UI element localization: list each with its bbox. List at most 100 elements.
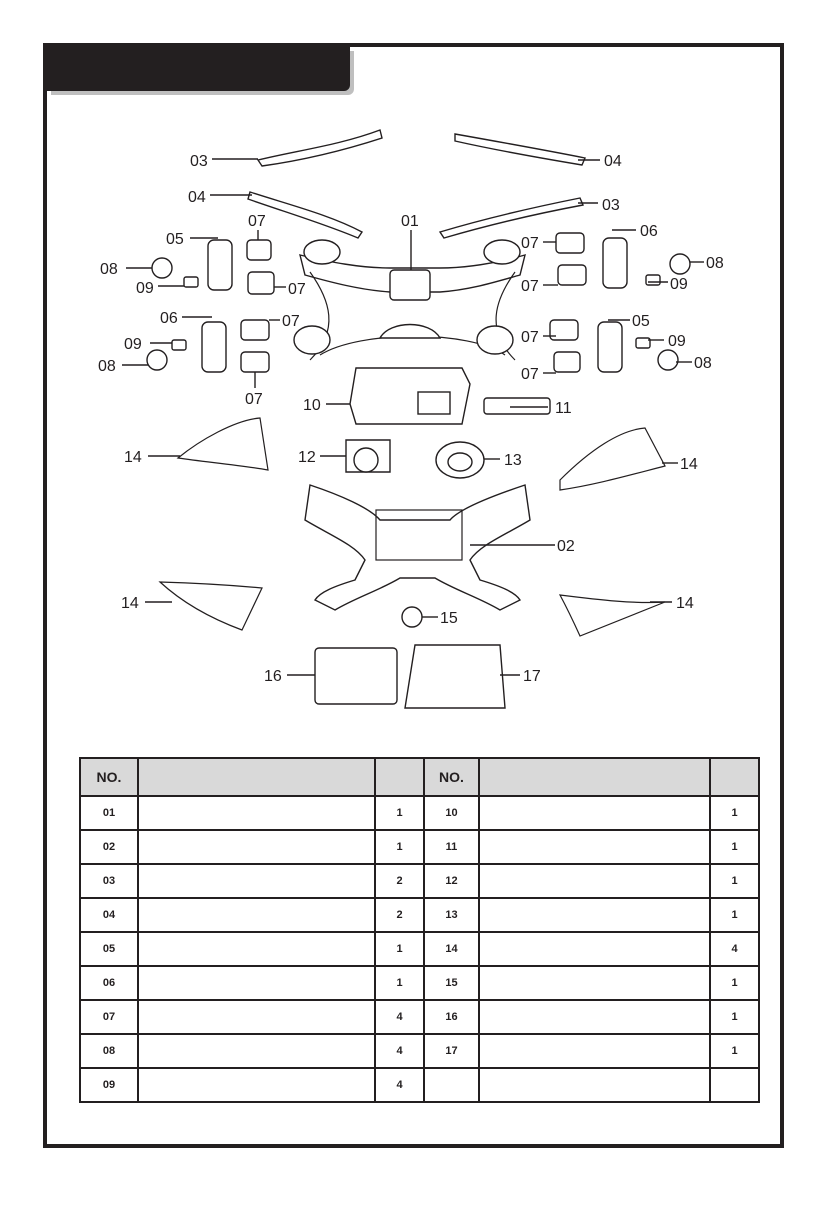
part-quantity: 1: [709, 965, 760, 1001]
callout-04: 04: [604, 153, 622, 170]
motor-06-left: [201, 321, 227, 373]
part-number: 15: [423, 965, 480, 1001]
part-quantity: 4: [374, 1033, 425, 1069]
part-quantity: [709, 1067, 760, 1103]
part-name: [478, 1067, 711, 1103]
motor-05-left: [207, 239, 233, 291]
callout-13: 13: [504, 452, 522, 469]
part-name: [137, 1033, 376, 1069]
board-chip: [417, 391, 451, 415]
part-number: 02: [79, 829, 139, 865]
callout-08: 08: [706, 255, 724, 272]
callout-03: 03: [602, 197, 620, 214]
part-quantity: 1: [709, 999, 760, 1035]
table-row: 03 2 12 1: [79, 863, 760, 899]
header-name-right: [478, 757, 711, 797]
part-number: 09: [79, 1067, 139, 1103]
part-quantity: 1: [374, 829, 425, 865]
callout-07: 07: [521, 329, 539, 346]
part-name: [137, 999, 376, 1035]
part-name: [478, 795, 711, 831]
table-row: 04 2 13 1: [79, 897, 760, 933]
callout-05: 05: [632, 313, 650, 330]
callout-08: 08: [98, 358, 116, 375]
gear-08-b: [146, 349, 168, 371]
canopy-motor-pod-tr: [483, 239, 521, 265]
circuit-board-10: [349, 367, 471, 425]
header-qty-right: [709, 757, 760, 797]
battery-11: [483, 397, 551, 415]
guard-14-d: [558, 594, 666, 637]
callout-03: 03: [190, 153, 208, 170]
part-name: [478, 965, 711, 1001]
table-row: 01 1 10 1: [79, 795, 760, 831]
part-17: [404, 644, 506, 709]
callout-02: 02: [557, 538, 575, 555]
callout-15: 15: [440, 610, 458, 627]
callout-12: 12: [298, 449, 316, 466]
part-name: [478, 897, 711, 933]
part-number: 12: [423, 863, 480, 899]
pin-09-d: [635, 337, 651, 349]
sleeve-07-c: [240, 319, 270, 341]
callout-07: 07: [521, 235, 539, 252]
callout-01: 01: [401, 213, 419, 230]
callout-09: 09: [136, 280, 154, 297]
sleeve-07-a: [246, 239, 272, 261]
part-name: [137, 863, 376, 899]
part-quantity: 1: [374, 795, 425, 831]
sleeve-07-f: [557, 264, 587, 286]
table-row: 07 4 16 1: [79, 999, 760, 1035]
main-frame-bay: [375, 509, 463, 561]
camera-lens-12: [353, 447, 379, 473]
header-name-left: [137, 757, 376, 797]
part-number: 16: [423, 999, 480, 1035]
part-number: 05: [79, 931, 139, 967]
callout-11: 11: [555, 400, 572, 417]
table-row: 06 1 15 1: [79, 965, 760, 1001]
part-number: 01: [79, 795, 139, 831]
header-no-left: NO.: [79, 757, 139, 797]
part-number: 13: [423, 897, 480, 933]
part-number: 04: [79, 897, 139, 933]
callout-16: 16: [264, 668, 282, 685]
parts-list-table: NO. NO. 01 1 10 1 02 1 11 1 03 2: [79, 757, 760, 1103]
table-row: 08 4 17 1: [79, 1033, 760, 1069]
callout-04: 04: [188, 189, 206, 206]
part-number: 10: [423, 795, 480, 831]
main-frame-02: [304, 484, 531, 611]
callout-07: 07: [521, 278, 539, 295]
part-name: [137, 795, 376, 831]
part-number: 11: [423, 829, 480, 865]
part-quantity: 4: [374, 999, 425, 1035]
header-qty-left: [374, 757, 425, 797]
part-name: [478, 931, 711, 967]
part-number: 03: [79, 863, 139, 899]
part-quantity: 1: [374, 965, 425, 1001]
callout-14: 14: [124, 449, 142, 466]
sleeve-07-h: [553, 351, 581, 373]
part-number: [423, 1067, 480, 1103]
sleeve-07-g: [549, 319, 579, 341]
table-row: 05 1 14 4: [79, 931, 760, 967]
motor-06-right: [602, 237, 628, 289]
table-row: 09 4: [79, 1067, 760, 1103]
part-number: 17: [423, 1033, 480, 1069]
callout-07: 07: [288, 281, 306, 298]
part-name: [137, 1067, 376, 1103]
part-quantity: 4: [709, 931, 760, 967]
header-no-right: NO.: [423, 757, 480, 797]
part-name: [137, 829, 376, 865]
propeller-03-left: [256, 129, 383, 167]
callout-07: 07: [521, 366, 539, 383]
sleeve-07-d: [240, 351, 270, 373]
part-quantity: 4: [374, 1067, 425, 1103]
part-16: [314, 647, 398, 705]
callout-07: 07: [245, 391, 263, 408]
part-name: [478, 999, 711, 1035]
lens-13-inner: [447, 452, 473, 472]
part-name: [478, 1033, 711, 1069]
callout-08: 08: [694, 355, 712, 372]
propeller-03-right: [438, 197, 584, 239]
part-number: 06: [79, 965, 139, 1001]
